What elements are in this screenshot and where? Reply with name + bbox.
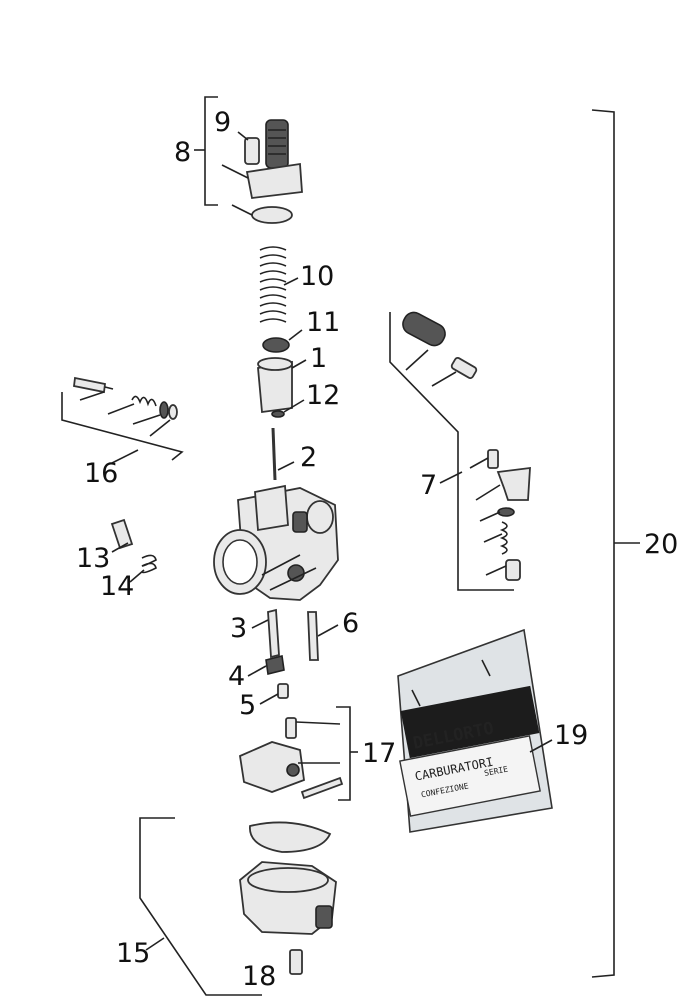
callout-17: 17: [362, 738, 396, 769]
float-bowl-assembly-15: [139, 817, 337, 996]
jet-needle-2: [271, 427, 295, 481]
callout-9: 9: [214, 107, 231, 138]
float-assembly-17: [239, 706, 358, 801]
callout-labels: 9 8 10 11 1 12 2 16 7 13 14 20 3 6 4 5 1…: [76, 107, 678, 992]
callout-18: 18: [242, 961, 276, 992]
carburetor-body: [213, 484, 339, 601]
top-cap-assembly: [194, 96, 303, 224]
spring-14: [129, 554, 157, 583]
screw-13: [110, 518, 134, 553]
idle-jet-6: [307, 611, 339, 661]
callout-15: 15: [116, 938, 150, 969]
spring-10: [259, 246, 299, 323]
callout-14: 14: [100, 571, 134, 602]
needle-clip-12: [271, 399, 305, 418]
main-jet-5: [259, 683, 289, 705]
idle-screw-assembly-16: [61, 376, 184, 464]
callout-1: 1: [310, 343, 327, 374]
clip-11: [262, 329, 303, 353]
callout-4: 4: [228, 661, 245, 692]
gasket-kit-bag-19: [397, 628, 553, 833]
callout-6: 6: [342, 608, 359, 639]
callout-20: 20: [644, 529, 678, 560]
callout-11: 11: [306, 307, 340, 338]
callout-2: 2: [300, 442, 317, 473]
callout-16: 16: [84, 458, 118, 489]
callout-5: 5: [239, 690, 256, 721]
callout-10: 10: [300, 261, 334, 292]
emulsion-tube-3: [251, 608, 280, 659]
callout-3: 3: [230, 613, 247, 644]
jet-holder-4: [247, 655, 285, 677]
callout-19: 19: [554, 720, 588, 751]
callout-12: 12: [306, 380, 340, 411]
assembly-bracket-20: [591, 109, 640, 978]
callout-7: 7: [420, 470, 437, 501]
callout-8: 8: [174, 137, 191, 168]
callout-13: 13: [76, 543, 110, 574]
choke-assembly-7: [389, 311, 531, 591]
